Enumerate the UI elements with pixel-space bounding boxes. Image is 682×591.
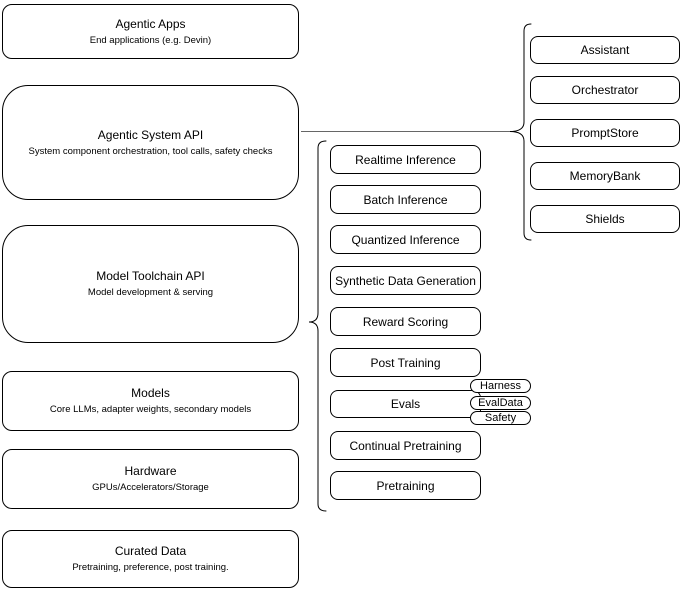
node-realtime-inference: Realtime Inference bbox=[330, 145, 481, 174]
node-title: Agentic Apps bbox=[115, 16, 186, 31]
node-subtitle: Core LLMs, adapter weights, secondary mo… bbox=[49, 404, 252, 415]
node-pretraining: Pretraining bbox=[330, 471, 481, 500]
node-assistant: Assistant bbox=[530, 36, 680, 64]
toolchain-components-brace bbox=[308, 140, 327, 512]
node-batch-inference: Batch Inference bbox=[330, 185, 481, 214]
node-promptstore: PromptStore bbox=[530, 119, 680, 147]
pill-evaldata: EvalData bbox=[470, 396, 531, 410]
node-orchestrator: Orchestrator bbox=[530, 76, 680, 104]
node-title: Models bbox=[131, 386, 170, 400]
node-agentic-system-api: Agentic System API System component orch… bbox=[2, 85, 299, 200]
node-subtitle: Model development & serving bbox=[87, 287, 214, 298]
node-subtitle: End applications (e.g. Devin) bbox=[89, 34, 212, 46]
node-subtitle: System component orchestration, tool cal… bbox=[28, 145, 273, 157]
node-model-toolchain-api: Model Toolchain API Model development & … bbox=[2, 225, 299, 343]
node-title: Model Toolchain API bbox=[96, 269, 205, 283]
node-title: Agentic System API bbox=[97, 127, 204, 142]
node-subtitle: GPUs/Accelerators/Storage bbox=[92, 482, 209, 493]
node-subtitle: Pretraining, preference, post training. bbox=[72, 562, 229, 573]
pill-safety: Safety bbox=[470, 411, 531, 425]
node-evals: Evals bbox=[330, 390, 481, 418]
system-components-brace bbox=[509, 23, 532, 241]
pill-harness: Harness bbox=[470, 379, 531, 393]
node-models: Models Core LLMs, adapter weights, secon… bbox=[2, 371, 299, 431]
node-memorybank: MemoryBank bbox=[530, 162, 680, 190]
node-continual-pretraining: Continual Pretraining bbox=[330, 431, 481, 460]
node-shields: Shields bbox=[530, 205, 680, 233]
node-title: Curated Data bbox=[114, 544, 187, 558]
node-reward-scoring: Reward Scoring bbox=[330, 307, 481, 336]
node-curated-data: Curated Data Pretraining, preference, po… bbox=[2, 530, 299, 588]
node-post-training: Post Training bbox=[330, 348, 481, 377]
node-synthetic-data-generation: Synthetic Data Generation bbox=[330, 266, 481, 295]
node-quantized-inference: Quantized Inference bbox=[330, 225, 481, 254]
node-title: Hardware bbox=[124, 464, 177, 478]
node-hardware: Hardware GPUs/Accelerators/Storage bbox=[2, 449, 299, 509]
node-agentic-apps: Agentic Apps End applications (e.g. Devi… bbox=[2, 4, 299, 59]
